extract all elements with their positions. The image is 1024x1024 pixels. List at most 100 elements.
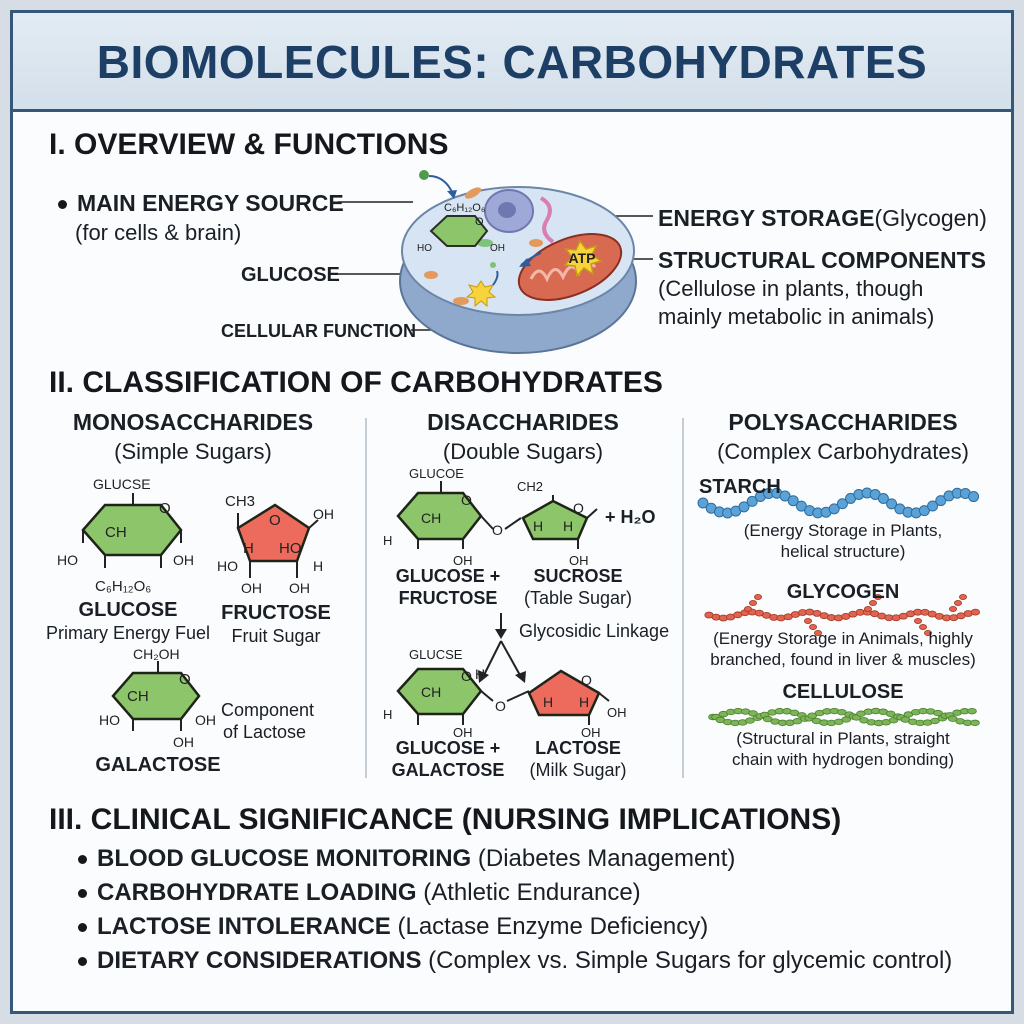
starch-bead [795,500,807,512]
sucrose-ring-top2-label: CH2 [517,479,543,494]
ring-atom-label: HO [279,540,302,557]
ring-atom-label: O [159,500,171,517]
section-classification-heading: II. CLASSIFICATION OF CARBOHYDRATES [49,366,663,399]
glycogen-branch-bead [744,606,753,613]
nucleolus [498,202,516,218]
linkage-arrow-head [495,629,507,639]
cellulose-bead [745,717,755,724]
cell-illustration: ATP C₆H₁₂O₆ O HO OH GLUCSE O CH HO OH C₆… [57,170,981,778]
linkage-arrow [500,640,522,678]
starch-desc-1: (Energy Storage in Plants, [743,521,943,540]
starch-bead [927,500,939,512]
linkage-arrow-head [515,671,526,683]
ring-atom-label: HO [99,712,120,728]
fructose-name: FRUCTOSE [221,602,331,624]
poster: BIOMOLECULES: CARBOHYDRATES I. OVERVIEW … [10,10,1014,1014]
starch-chain [697,487,980,519]
ring-atom-label: CH [421,510,441,526]
glycogen-branch-bead [809,624,818,631]
bullet-icon [78,889,87,899]
fructose-top-label: CH3 [225,493,255,510]
cellulose-desc-2: chain with hydrogen bonding) [731,750,955,769]
glycogen-branch-bead [749,600,758,607]
pair2-line1: GLUCOSE + [395,738,501,758]
starch-bead [746,495,758,507]
ring-atom-label: OH [453,725,473,740]
cellular-function-label: CELLULAR FUNCTION [221,321,416,341]
glycogen-branch-bead [914,618,923,625]
ring-atom-label: CH [421,684,441,700]
energy-burst [465,280,497,308]
glycogen-desc-1: (Energy Storage in Animals, highly [713,629,973,648]
ring-atom-label: H [313,558,323,574]
pair1-line2: FRUCTOSE [398,588,498,608]
galactose-name: GALACTOSE [95,754,221,776]
linkage-arrow-head [478,670,489,683]
starch-bead [697,497,709,509]
ring-atom-label: HO [57,552,78,568]
lactose-galactose-ring [527,669,601,717]
starch-bead [935,495,947,507]
glycosidic-linkage-label: Glycosidic Linkage [519,621,670,641]
starch-bead [738,501,750,513]
ring-atom-label: H [383,533,392,548]
pair2-line2: GALACTOSE [391,760,505,780]
bullet-icon [78,923,87,933]
cellulose-desc-1: (Structural in Plants, straight [736,729,950,748]
ring-atom-label: O [573,500,584,516]
section-clinical-heading: III. CLINICAL SIGNIFICANCE (NURSING IMPL… [49,803,842,836]
ring-atom-label: H [475,666,485,682]
glucose-callout-label: GLUCOSE [241,264,340,286]
energy-arrow [492,270,499,286]
bullet-icon [78,855,87,865]
atp-label: ATP [569,250,596,266]
cellulose-bead [967,707,977,715]
ring-atom-label: H [543,694,553,710]
organelle [490,262,496,268]
starch-bead [836,498,848,510]
cell-glucose-formula: C₆H₁₂O₆ [444,202,485,214]
starch-name: STARCH [699,476,781,498]
clinical-item: LACTOSE INTOLERANCE (Lactase Enzyme Defi… [78,913,708,941]
ring-atom-label: H [533,518,543,534]
ring-atom-label: H [383,707,392,722]
sucrose-fructose-ring [521,499,589,541]
atp-arrow-head [519,258,531,267]
organelle [464,187,482,199]
cell-glucose-ring [429,215,489,247]
glycogen-branch-bead [874,594,883,601]
starch-desc-2: helical structure) [780,542,906,561]
starch-bead [779,490,791,502]
ring-atom-label: CH [105,524,127,541]
lactose-name: LACTOSE [535,738,621,758]
page-title: BIOMOLECULES: CARBOHYDRATES [96,36,928,88]
title-banner: BIOMOLECULES: CARBOHYDRATES [13,13,1011,112]
ring-atom-label: CH [127,688,149,705]
clinical-item: BLOOD GLUCOSE MONITORING (Diabetes Manag… [78,845,735,873]
fructose-ring [236,503,311,563]
mono-subtitle: (Simple Sugars) [114,439,272,464]
ring-atom-label: OH [173,734,194,750]
linkage-arrow [482,640,502,678]
glycogen-branch-bead [949,606,958,613]
water-label: + H₂O [605,507,656,527]
ring-atom-label: H [579,694,589,710]
sucrose-name: SUCROSE [533,566,623,586]
poly-subtitle: (Complex Carbohydrates) [717,439,969,464]
main-energy-label: MAIN ENERGY SOURCE [58,190,344,217]
sucrose-desc: (Table Sugar) [523,588,633,608]
atp-burst [563,239,603,278]
energy-storage-label: ENERGY STORAGE(Glycogen) [658,205,987,231]
ring-atom-label: OH [195,712,216,728]
ring-atom-label: HO [217,558,238,574]
cellulose-bead [748,710,758,717]
ring-atom-label: O [461,492,472,508]
di-title: DISACCHARIDES [427,409,619,435]
ring-atom-label: OH [607,705,627,720]
ring-atom-label: O [269,512,281,529]
galactose-top-label: CH₂OH [133,646,180,662]
starch-bead [877,493,889,505]
structural-sub-2: mainly metabolic in animals) [658,304,935,329]
glucose-molecule-dot [419,170,429,180]
glucose-name: GLUCOSE [78,599,178,621]
